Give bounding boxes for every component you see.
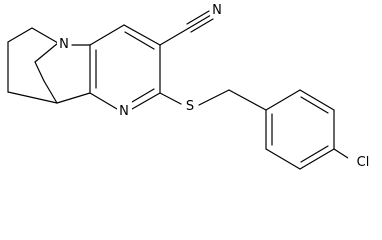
bond-cbridge1-cbridge2 <box>7 27 33 43</box>
bond-c6-n5 <box>131 92 161 110</box>
bond-c6-s <box>159 92 182 105</box>
bond-ar-5 <box>265 148 301 170</box>
bond-n5-c4a <box>89 92 118 110</box>
bond-ar-4-inner <box>300 145 329 163</box>
atom-pyridine-n: N <box>117 101 132 119</box>
bond-cbridgehead-c4a <box>56 92 91 104</box>
bond-c7-cnitrile <box>159 27 190 46</box>
bond-c8-c7 <box>123 24 161 46</box>
atom-nitrile-n: N <box>210 1 224 18</box>
bond-ch2-cipso <box>228 89 267 111</box>
atom-label-nitrile-n: N <box>212 3 222 18</box>
bond-ar-2-inner <box>300 96 329 114</box>
bond-c8-c7-inner <box>124 31 155 50</box>
bond-ar-cl <box>333 148 349 159</box>
bond-n1-c2 <box>34 42 59 63</box>
atom-label-pyridine-n: N <box>119 104 129 119</box>
bond-n1-cbridge1 <box>31 27 59 44</box>
atom-chlorine: Cl <box>348 152 378 170</box>
atom-label-bridgehead-n: N <box>59 37 69 52</box>
structure-canvas: N N N S Cl <box>7 1 378 170</box>
bond-cn-triple-1 <box>188 14 212 29</box>
bond-ar-2 <box>299 89 335 111</box>
bond-ar-1 <box>265 89 301 111</box>
bond-ar-4 <box>299 148 335 170</box>
bond-c6-n5-inner <box>131 88 155 103</box>
atom-sulfur: S <box>183 96 197 114</box>
bond-c3-cbridgehead <box>43 80 58 104</box>
molecule-drawing: N N N S Cl <box>7 1 378 170</box>
bond-c8a-c8 <box>89 24 125 46</box>
atom-bridgehead-n: N <box>57 35 71 52</box>
atom-label-chlorine: Cl <box>357 155 370 170</box>
bond-cn-triple-2 <box>186 10 210 25</box>
bond-cbridge3-cbridgehead <box>7 91 58 104</box>
atom-label-sulfur: S <box>186 99 194 114</box>
bond-c2-c3 <box>34 61 45 82</box>
bond-s-ch2 <box>198 89 230 106</box>
bond-cn-triple-3 <box>190 18 214 33</box>
